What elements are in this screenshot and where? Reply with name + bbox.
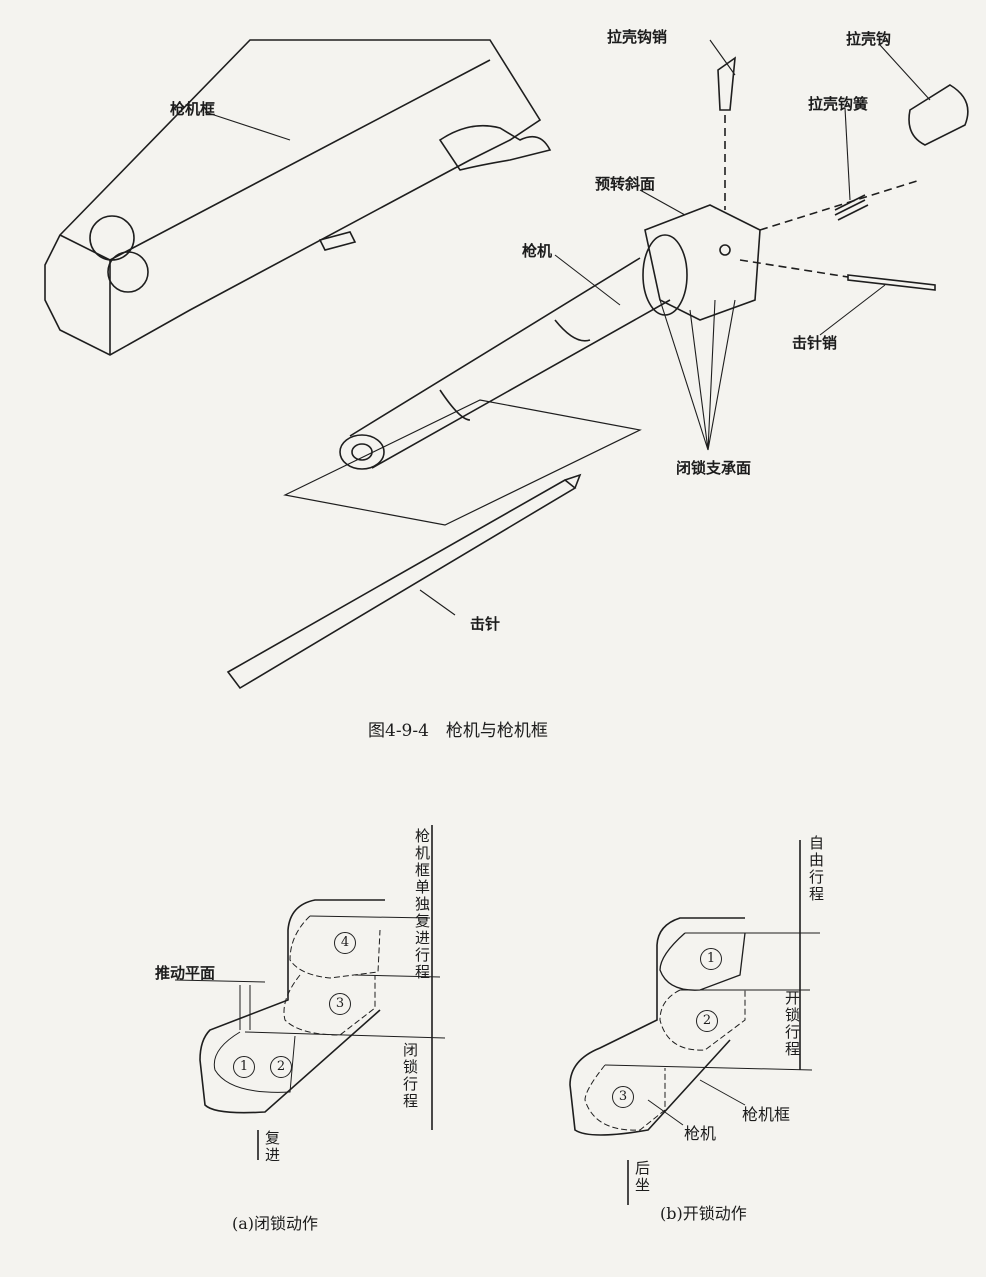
figure-caption: 图4-9-4 枪机与枪机框 — [368, 721, 548, 741]
label-pre-rotation-ramp: 预转斜面 — [595, 175, 656, 193]
label-firing-pin: 击针 — [470, 615, 501, 633]
label-locking-travel: 闭锁行程 — [401, 1042, 419, 1110]
label-extractor-spring: 拉壳钩簧 — [808, 95, 869, 113]
label-push-surface: 推动平面 — [155, 964, 216, 982]
position-3: 3 — [329, 993, 351, 1015]
label-locking-lug-surfaces: 闭锁支承面 — [676, 459, 752, 477]
label-extractor-pin: 拉壳钩销 — [607, 28, 668, 46]
leader-lines — [204, 39, 931, 616]
label-direction-forward: 复进 — [263, 1130, 281, 1164]
label-firing-pin-retainer: 击针销 — [792, 334, 838, 352]
locking-action-diagram — [174, 825, 446, 1160]
unlocking-action-diagram — [569, 840, 820, 1205]
label-unlocking-travel: 开锁行程 — [783, 990, 801, 1058]
position-4: 4 — [334, 932, 356, 954]
position-1: 1 — [233, 1056, 255, 1078]
extractor-drawing — [717, 56, 969, 291]
label-carrier-free-travel: 枪机框单独复进行程 — [413, 828, 431, 981]
bolt-carrier-drawing — [44, 39, 552, 356]
label-extractor: 拉壳钩 — [846, 30, 892, 48]
label-direction-recoil: 后坐 — [633, 1160, 651, 1194]
label-bolt-b: 枪机 — [684, 1124, 717, 1143]
label-bolt-carrier: 枪机框 — [170, 100, 216, 118]
label-bolt-carrier-b: 枪机框 — [742, 1105, 791, 1124]
label-free-travel: 自由行程 — [807, 835, 825, 903]
label-bolt: 枪机 — [522, 242, 553, 260]
firing-pin-drawing — [226, 399, 642, 690]
caption-b: (b)开锁动作 — [660, 1204, 747, 1223]
position-3: 3 — [612, 1086, 634, 1108]
caption-a: (a)闭锁动作 — [232, 1214, 319, 1233]
position-2: 2 — [270, 1056, 292, 1078]
position-1: 1 — [700, 948, 722, 970]
bolt-drawing — [339, 204, 761, 470]
position-2: 2 — [696, 1010, 718, 1032]
